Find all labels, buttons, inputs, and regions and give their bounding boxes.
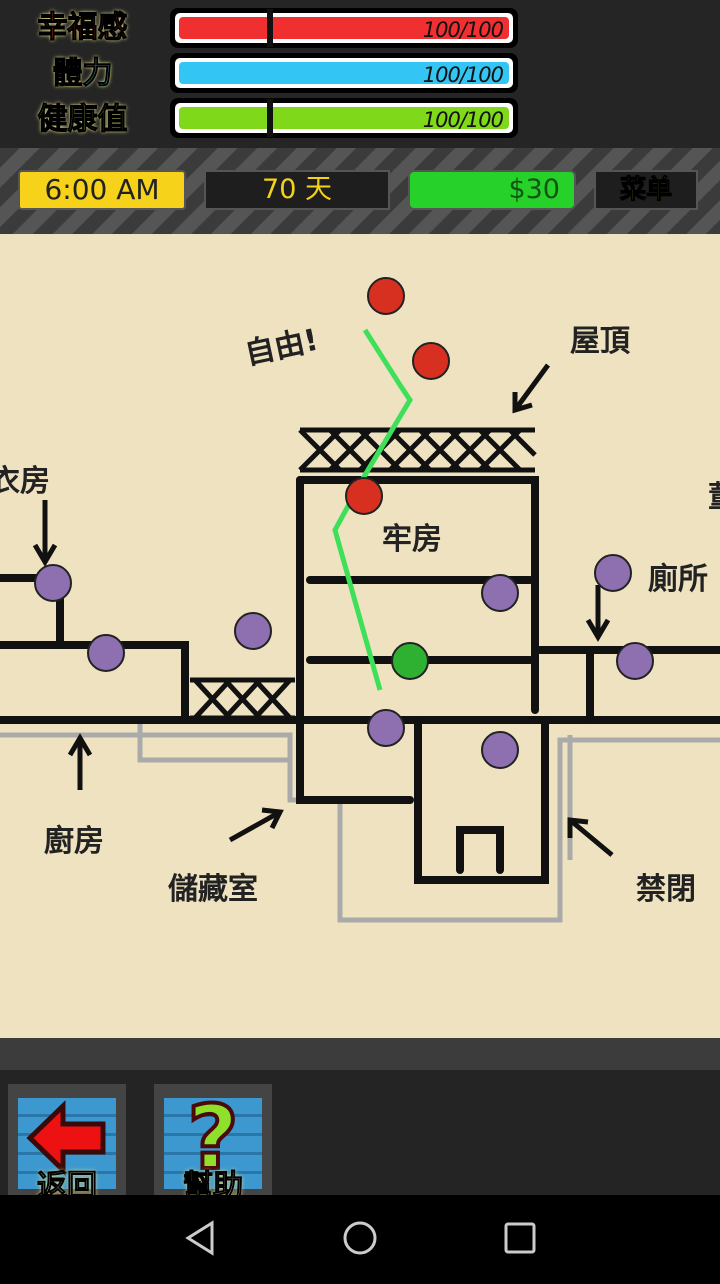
nav-home-icon <box>343 1221 377 1255</box>
prison-map: 自由! 屋頂 衣房 牢房 廁所 廚房 儲藏室 禁閉 董 <box>0 234 720 1038</box>
status-panel: 幸福感 體力 健康值 100/100 100/100 100/100 <box>0 0 720 148</box>
time-display: 6:00 AM <box>18 170 186 210</box>
health-label: 健康值 <box>37 102 128 138</box>
map-drawing <box>0 277 720 923</box>
question-mark-icon: ? <box>185 1084 240 1191</box>
happiness-value: 100/100 <box>422 18 504 42</box>
svg-text:?: ? <box>187 1098 238 1178</box>
label-toilet: 廁所 <box>648 562 708 597</box>
day-counter: 70 天 <box>204 170 390 210</box>
menu-button[interactable]: 菜单 <box>594 170 698 210</box>
stamina-label: 體力 <box>52 56 113 92</box>
money-display: $30 <box>408 170 576 210</box>
label-cell: 牢房 <box>382 522 442 557</box>
back-button[interactable]: 返回 <box>8 1084 126 1205</box>
bottom-toolbar: 返回 ? 幫助 <box>0 1038 720 1205</box>
back-arrow-icon <box>26 1100 106 1176</box>
hud-bar: 6:00 AM 70 天 $30 菜单 <box>0 148 720 234</box>
happiness-label: 幸福感 <box>37 10 128 46</box>
help-button[interactable]: ? 幫助 <box>154 1084 272 1205</box>
label-storage: 儲藏室 <box>168 872 258 907</box>
happiness-bar: 100/100 <box>170 8 518 48</box>
health-bar: 100/100 <box>170 98 518 138</box>
label-kitchen: 廚房 <box>44 824 104 859</box>
label-solitary: 禁閉 <box>636 872 696 907</box>
health-value: 100/100 <box>422 108 504 132</box>
stamina-value: 100/100 <box>422 63 504 87</box>
label-roof: 屋頂 <box>570 324 630 359</box>
label-laundry: 衣房 <box>0 464 50 499</box>
nav-icons <box>185 1220 536 1256</box>
android-nav-bar <box>0 1195 720 1280</box>
nav-back-icon <box>185 1220 214 1256</box>
stamina-bar: 100/100 <box>170 53 518 93</box>
nav-recents-icon <box>504 1222 536 1254</box>
map-pins <box>34 277 654 769</box>
label-edge: 董 <box>708 472 720 516</box>
